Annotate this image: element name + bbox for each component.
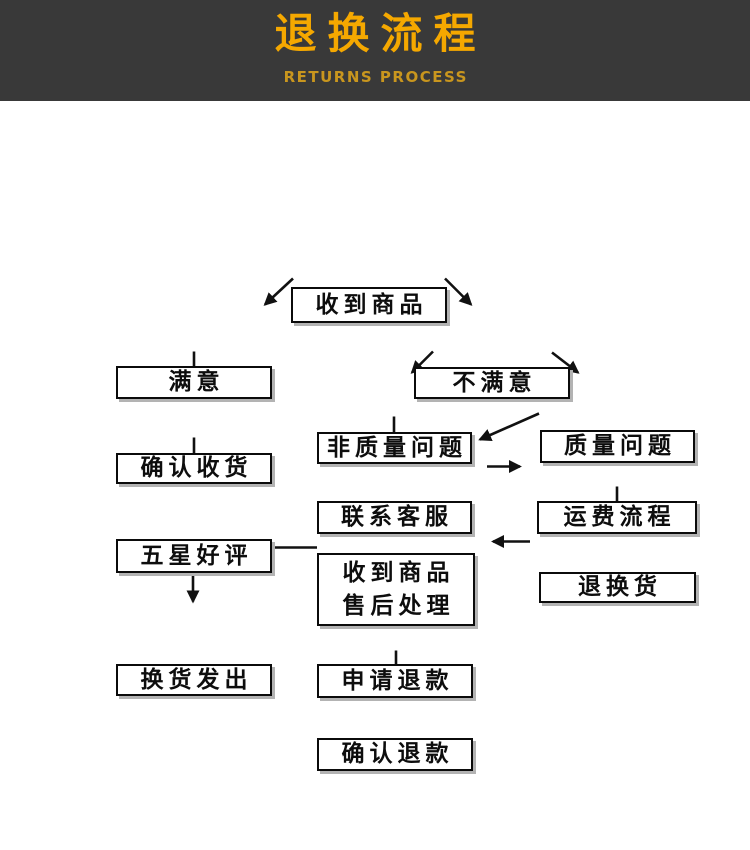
flow-node-label: 不满意 [452,369,537,396]
flow-node-not-satisfied: 不满意 [414,367,570,399]
flow-node-contact-service: 联系客服 [317,501,472,534]
flow-node-label: 质量问题 [564,433,676,459]
flow-node-receive-goods: 收到商品 [291,287,447,323]
flow-node-label: 运费流程 [563,504,676,530]
flow-node-label: 五星好评 [140,542,253,569]
flow-node-non-quality-issue: 非质量问题 [317,432,472,464]
flow-node-quality-issue: 质量问题 [540,430,695,463]
flow-node-label: 满意 [168,369,225,395]
flow-node-label: 收到商品 [342,559,455,586]
flow-node-label: 换货发出 [140,666,253,693]
returns-flowchart: 收到商品满意不满意非质量问题质量问题确认收货联系客服运费流程五星好评收到商品售后… [0,101,750,771]
flow-node-label: 联系客服 [341,504,453,530]
returns-process-page: 退换流程 RETURNS PROCESS 收到商品满意不满意非质量问题质量问题确… [0,0,750,771]
flow-node-shipping-fee-process: 运费流程 [537,501,697,534]
flow-node-label: 收到商品 [315,291,428,318]
flow-node-label: 申请退款 [341,667,454,694]
flow-node-apply-refund: 申请退款 [317,664,473,698]
flow-nodes-layer: 收到商品满意不满意非质量问题质量问题确认收货联系客服运费流程五星好评收到商品售后… [0,101,750,850]
flow-node-confirm-refund: 确认退款 [317,738,473,771]
flow-node-label: 退换货 [578,574,662,600]
flow-node-label: 非质量问题 [327,434,467,461]
flow-node-after-sales-handling: 收到商品售后处理 [317,553,475,626]
flow-node-exchange-sent: 换货发出 [116,664,272,696]
flow-node-five-star-review: 五星好评 [116,539,272,573]
flow-node-label: 确认收货 [140,455,253,481]
flow-node-confirm-receipt: 确认收货 [116,453,272,484]
flow-node-satisfied: 满意 [116,366,272,399]
page-header: 退换流程 RETURNS PROCESS [0,0,750,101]
flow-node-label: 确认退款 [341,741,454,767]
flow-node-label: 售后处理 [342,592,455,619]
page-title: 退换流程 [274,9,487,58]
flow-node-return-exchange: 退换货 [539,572,696,603]
page-subtitle: RETURNS PROCESS [283,68,468,86]
